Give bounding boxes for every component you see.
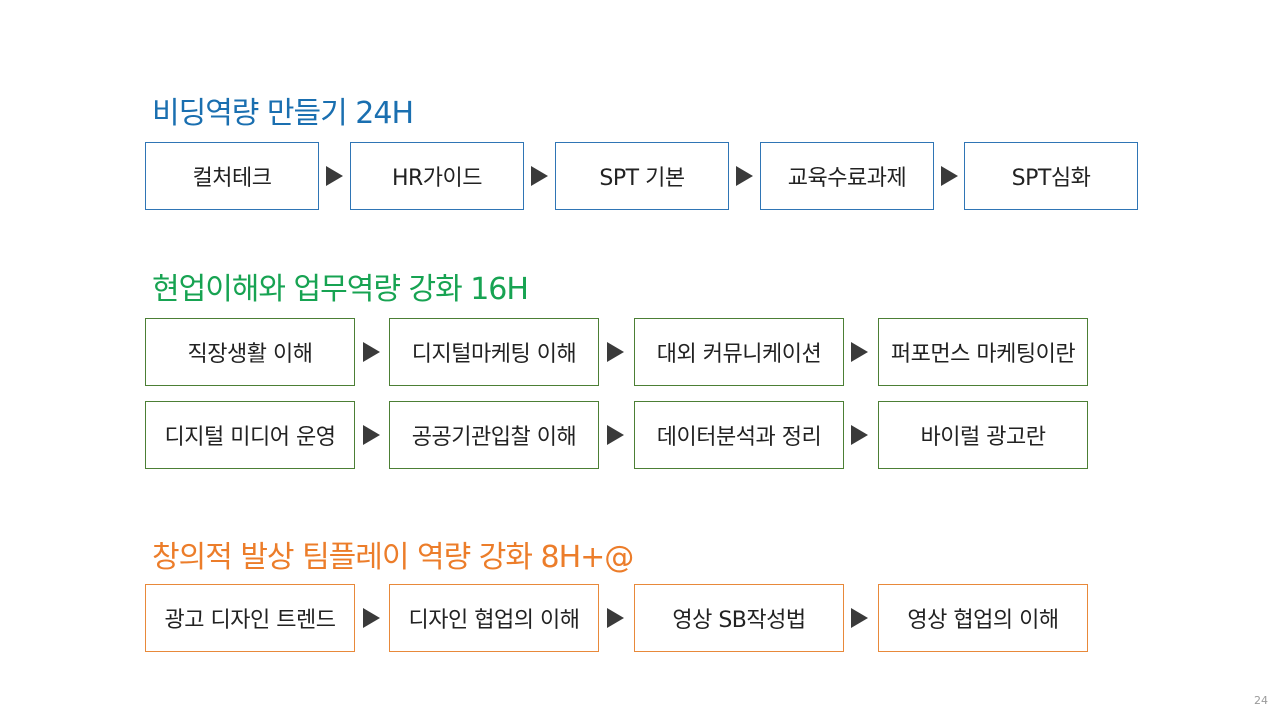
right-triangle-icon xyxy=(607,425,624,445)
page-number: 24 xyxy=(1254,694,1268,707)
right-triangle-icon xyxy=(941,166,958,186)
step-box: HR가이드 xyxy=(350,142,524,210)
step-box: 광고 디자인 트렌드 xyxy=(145,584,355,652)
step-box: 바이럴 광고란 xyxy=(878,401,1088,469)
step-box: 디자인 협업의 이해 xyxy=(389,584,599,652)
right-triangle-icon xyxy=(607,342,624,362)
right-triangle-icon xyxy=(363,425,380,445)
right-triangle-icon xyxy=(851,608,868,628)
step-box: 직장생활 이해 xyxy=(145,318,355,386)
step-box: 디지털마케팅 이해 xyxy=(389,318,599,386)
right-triangle-icon xyxy=(851,342,868,362)
right-triangle-icon xyxy=(363,342,380,362)
step-box: 대외 커뮤니케이션 xyxy=(634,318,844,386)
step-box: SPT 기본 xyxy=(555,142,729,210)
step-box: 영상 협업의 이해 xyxy=(878,584,1088,652)
step-box: 공공기관입찰 이해 xyxy=(389,401,599,469)
step-box: 퍼포먼스 마케팅이란 xyxy=(878,318,1088,386)
section-title-work-skills: 현업이해와 업무역량 강화 16H xyxy=(152,272,529,307)
right-triangle-icon xyxy=(851,425,868,445)
right-triangle-icon xyxy=(736,166,753,186)
step-box: 영상 SB작성법 xyxy=(634,584,844,652)
step-box: 교육수료과제 xyxy=(760,142,934,210)
step-box: SPT심화 xyxy=(964,142,1138,210)
step-box: 컬처테크 xyxy=(145,142,319,210)
step-box: 디지털 미디어 운영 xyxy=(145,401,355,469)
step-box: 데이터분석과 정리 xyxy=(634,401,844,469)
right-triangle-icon xyxy=(326,166,343,186)
right-triangle-icon xyxy=(531,166,548,186)
right-triangle-icon xyxy=(607,608,624,628)
right-triangle-icon xyxy=(363,608,380,628)
section-title-bidding: 비딩역량 만들기 24H xyxy=(152,96,414,131)
section-title-creative-teamplay: 창의적 발상 팀플레이 역량 강화 8H+@ xyxy=(152,540,634,575)
